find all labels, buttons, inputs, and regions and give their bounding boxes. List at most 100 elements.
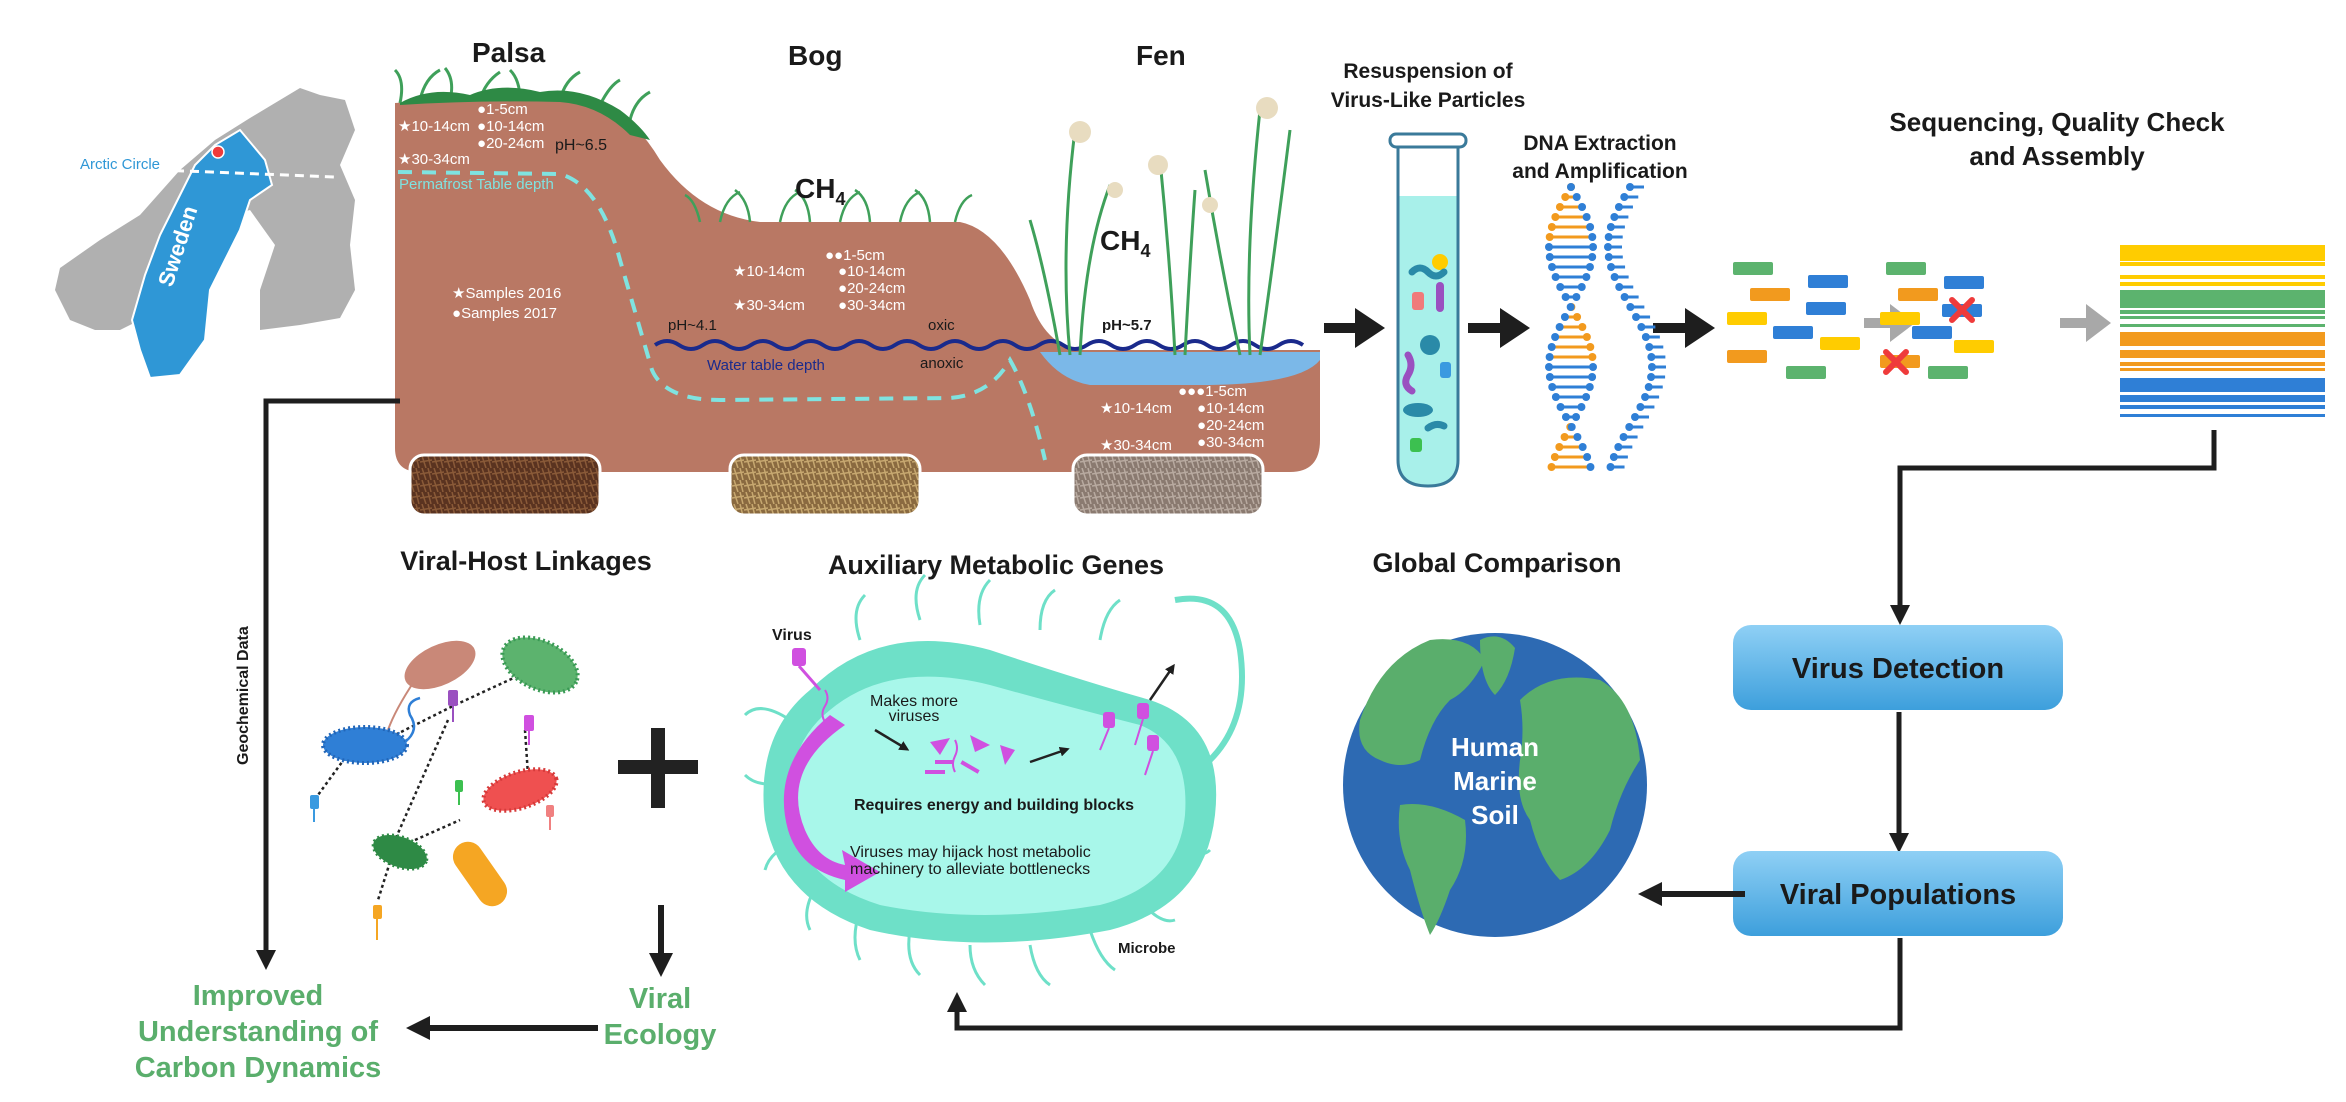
bacterium-dark-green-icon [371, 833, 429, 871]
globe-icon: Human Marine Soil [1343, 633, 1647, 937]
amg-title: Auxiliary Metabolic Genes [828, 550, 1164, 580]
globe-south-america [1398, 804, 1466, 935]
fen-ch4-label: CH4 [1100, 225, 1150, 261]
helix-node [1586, 343, 1595, 351]
viral-host-title: Viral-Host Linkages [400, 546, 652, 576]
viral-host-network [310, 635, 580, 940]
contig-bar [2120, 362, 2325, 366]
virus-detection-box[interactable]: Virus Detection [1733, 625, 2063, 710]
globe-item-marine: Marine [1453, 766, 1537, 796]
fen-ph: pH~5.7 [1102, 317, 1152, 334]
read-fragment [1808, 275, 1848, 288]
arrow-to-reads [1653, 308, 1715, 348]
arrow-populations-to-amg [947, 938, 1903, 1031]
helix-node [1572, 413, 1581, 421]
arrow-assembly-to-detection [1890, 430, 2217, 625]
helix-node [1631, 413, 1640, 421]
helix-node [1647, 353, 1656, 361]
test-tube [1388, 132, 1468, 488]
study-site-marker[interactable] [211, 145, 225, 159]
peatland-cross-section: Palsa Bog Fen CH4 CH4 ★10-14cm ★30-34cm … [393, 37, 1320, 517]
amg-virus-label: Virus [772, 627, 812, 644]
contig-bar [2120, 282, 2325, 286]
sweden-land[interactable] [130, 128, 274, 380]
fen-core-photo [1071, 453, 1265, 517]
helix-node [1556, 403, 1565, 411]
read-fragment [1727, 312, 1767, 325]
helix-node [1577, 403, 1586, 411]
helix-node [1578, 203, 1587, 211]
globe-item-soil: Soil [1471, 800, 1519, 830]
palsa-ph: pH~6.5 [555, 137, 607, 154]
helix-node [1637, 323, 1646, 331]
contig-bar [2120, 275, 2325, 279]
helix-node [1614, 203, 1623, 211]
palsa-star-2: ★30-34cm [398, 151, 470, 168]
arrow-release [1148, 663, 1175, 701]
bog-dot-3: ●20-24cm [838, 280, 905, 297]
helix-node [1550, 453, 1559, 461]
helix-node [1548, 383, 1557, 391]
helix-node [1586, 223, 1595, 231]
bog-star-1: ★10-14cm [733, 263, 805, 280]
fen-title: Fen [1136, 40, 1186, 71]
viral-populations-box[interactable]: Viral Populations [1733, 851, 2063, 936]
quality-checked-reads [1880, 262, 1994, 379]
palsa-star-1: ★10-14cm [398, 118, 470, 135]
read-fragment [1773, 326, 1813, 339]
raw-reads [1727, 262, 1860, 379]
arctic-circle-label: Arctic Circle [80, 156, 160, 173]
geochemical-data-label: Geochemical Data [235, 626, 252, 765]
palsa-title: Palsa [472, 37, 546, 68]
fen-dot-1: ●●●1-5cm [1178, 383, 1247, 400]
fen-star-2: ★30-34cm [1100, 437, 1172, 454]
helix-node [1555, 203, 1564, 211]
helix-node [1548, 263, 1557, 271]
helix-node [1604, 233, 1613, 241]
helix-node [1644, 383, 1653, 391]
read-fragment [1733, 262, 1773, 275]
microbe-label: Microbe [1118, 940, 1176, 957]
bacterium-icon [1402, 351, 1416, 395]
arrow-geochemical-data [256, 398, 400, 970]
phage-icons [310, 690, 554, 940]
arrow-to-assembly-parts [874, 728, 910, 751]
permafrost-label: Permafrost Table depth [399, 176, 554, 193]
contig-bar [2120, 378, 2325, 392]
anoxic-label: anoxic [920, 355, 964, 372]
helix-node [1606, 463, 1615, 471]
globe-greenland [1480, 636, 1515, 695]
arrow-to-assembly [2060, 304, 2111, 342]
helix-node [1625, 423, 1634, 431]
helix-node [1588, 253, 1597, 261]
bog-ch4-label: CH4 [795, 173, 845, 209]
helix-node [1582, 333, 1591, 341]
arrow-to-tube [1324, 308, 1385, 348]
contig-bar [2120, 245, 2325, 261]
helix-node [1588, 363, 1597, 371]
fen-dot-4: ●30-34cm [1197, 434, 1264, 451]
read-fragment [1880, 312, 1920, 325]
bog-star-2: ★30-34cm [733, 297, 805, 314]
read-fragment [1727, 350, 1767, 363]
global-comparison-title: Global Comparison [1372, 548, 1621, 578]
helix-node [1561, 193, 1570, 201]
helix-node [1545, 253, 1554, 261]
helix-node [1582, 393, 1591, 401]
helix-node [1556, 283, 1565, 291]
helix-node [1604, 243, 1613, 251]
helix-node [1609, 453, 1618, 461]
helix-node [1632, 313, 1641, 321]
helix-node [1547, 223, 1556, 231]
helix-node [1614, 443, 1623, 451]
helix-node [1567, 423, 1576, 431]
virus-particle-icon [1432, 254, 1448, 270]
read-fragment [1886, 262, 1926, 275]
virus-particle-icon [1410, 438, 1422, 452]
fen-samples: ★10-14cm ★30-34cm ●●●1-5cm ●10-14cm ●20-… [1100, 383, 1264, 454]
